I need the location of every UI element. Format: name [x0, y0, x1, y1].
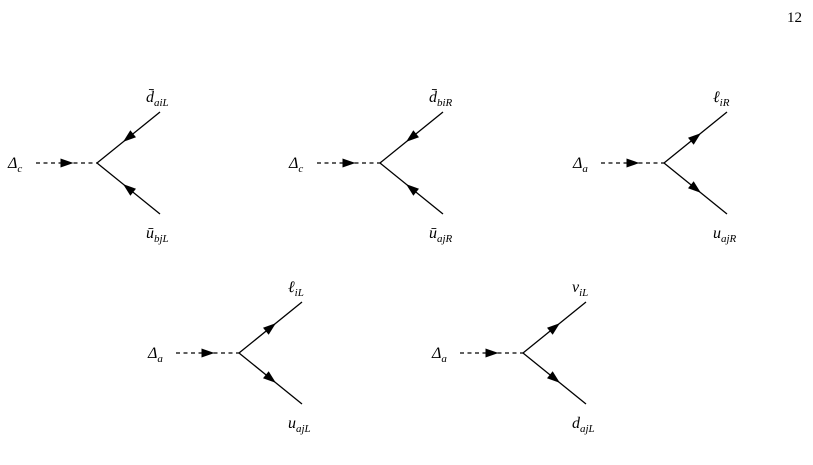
- scalar-label-subscript: a: [441, 353, 447, 365]
- upper-fermion-arrow: [406, 130, 419, 142]
- lower-particle-label-symbol: u: [288, 415, 296, 432]
- upper-particle-label: ℓiL: [288, 279, 304, 299]
- upper-fermion-arrow: [123, 130, 136, 142]
- lower-particle-label: dajL: [572, 415, 595, 435]
- lower-particle-label-symbol: d: [572, 415, 581, 432]
- lower-particle-label-subscript: ajL: [296, 423, 311, 435]
- scalar-label-symbol: Δ: [147, 345, 157, 362]
- vertex-delta-c-1: Δc d̄aiL ūbjL: [7, 89, 169, 245]
- lower-fermion-arrow: [688, 181, 701, 193]
- upper-particle-label-subscript: iL: [579, 287, 588, 299]
- scalar-label-subscript: a: [157, 353, 163, 365]
- scalar-arrow: [342, 158, 356, 168]
- upper-fermion-arrow: [688, 133, 701, 145]
- scalar-label-symbol: Δ: [572, 155, 582, 172]
- upper-particle-label-subscript: aiL: [154, 97, 169, 109]
- page-number: 12: [787, 10, 802, 26]
- upper-particle-label-subscript: iL: [295, 287, 304, 299]
- upper-particle-label-subscript: biR: [437, 97, 453, 109]
- scalar-label: Δc: [288, 155, 303, 175]
- scalar-label-subscript: c: [298, 163, 303, 175]
- scalar-label-symbol: Δ: [288, 155, 298, 172]
- lower-particle-label-symbol: ū: [429, 225, 437, 242]
- lower-fermion-arrow: [406, 184, 419, 196]
- lower-particle-label: ūajR: [429, 225, 453, 245]
- upper-particle-label-symbol: d̄: [146, 89, 155, 106]
- scalar-arrow: [201, 348, 215, 358]
- lower-particle-label-subscript: ajR: [437, 233, 453, 245]
- scalar-label-subscript: c: [17, 163, 22, 175]
- scalar-label: Δa: [431, 345, 447, 365]
- upper-particle-label: d̄biR: [429, 89, 453, 109]
- upper-fermion-arrow: [547, 323, 560, 335]
- scalar-label: Δc: [7, 155, 22, 175]
- lower-particle-label-subscript: bjL: [154, 233, 169, 245]
- lower-fermion-arrow: [263, 371, 276, 383]
- lower-fermion-arrow: [123, 184, 136, 196]
- scalar-arrow: [485, 348, 499, 358]
- upper-particle-label-symbol: ℓ: [713, 89, 720, 106]
- scalar-label: Δa: [572, 155, 588, 175]
- upper-particle-label-subscript: iR: [720, 97, 730, 109]
- upper-fermion-arrow: [263, 323, 276, 335]
- lower-particle-label: uajL: [288, 415, 311, 435]
- upper-particle-label: d̄aiL: [146, 89, 169, 109]
- scalar-label-symbol: Δ: [431, 345, 441, 362]
- scalar-arrow: [60, 158, 74, 168]
- lower-particle-label-subscript: ajL: [580, 423, 595, 435]
- upper-particle-label-symbol: ℓ: [288, 279, 295, 296]
- upper-particle-label-symbol: d̄: [429, 89, 438, 106]
- upper-particle-label: νiL: [572, 279, 588, 299]
- vertex-delta-c-2: Δc d̄biR ūajR: [288, 89, 453, 245]
- scalar-label-symbol: Δ: [7, 155, 17, 172]
- scalar-arrow: [626, 158, 640, 168]
- upper-particle-label-symbol: ν: [572, 279, 580, 296]
- lower-particle-label-symbol: ū: [146, 225, 154, 242]
- lower-fermion-arrow: [547, 371, 560, 383]
- vertex-delta-a-2: Δa ℓiL uajL: [147, 279, 311, 435]
- lower-particle-label: uajR: [713, 225, 737, 245]
- lower-particle-label-subscript: ajR: [721, 233, 737, 245]
- vertex-delta-a-3: Δa νiL dajL: [431, 279, 595, 435]
- scalar-label: Δa: [147, 345, 163, 365]
- lower-particle-label: ūbjL: [146, 225, 169, 245]
- upper-particle-label: ℓiR: [713, 89, 730, 109]
- lower-particle-label-symbol: u: [713, 225, 721, 242]
- vertex-delta-a-1: Δa ℓiR uajR: [572, 89, 737, 245]
- scalar-label-subscript: a: [582, 163, 588, 175]
